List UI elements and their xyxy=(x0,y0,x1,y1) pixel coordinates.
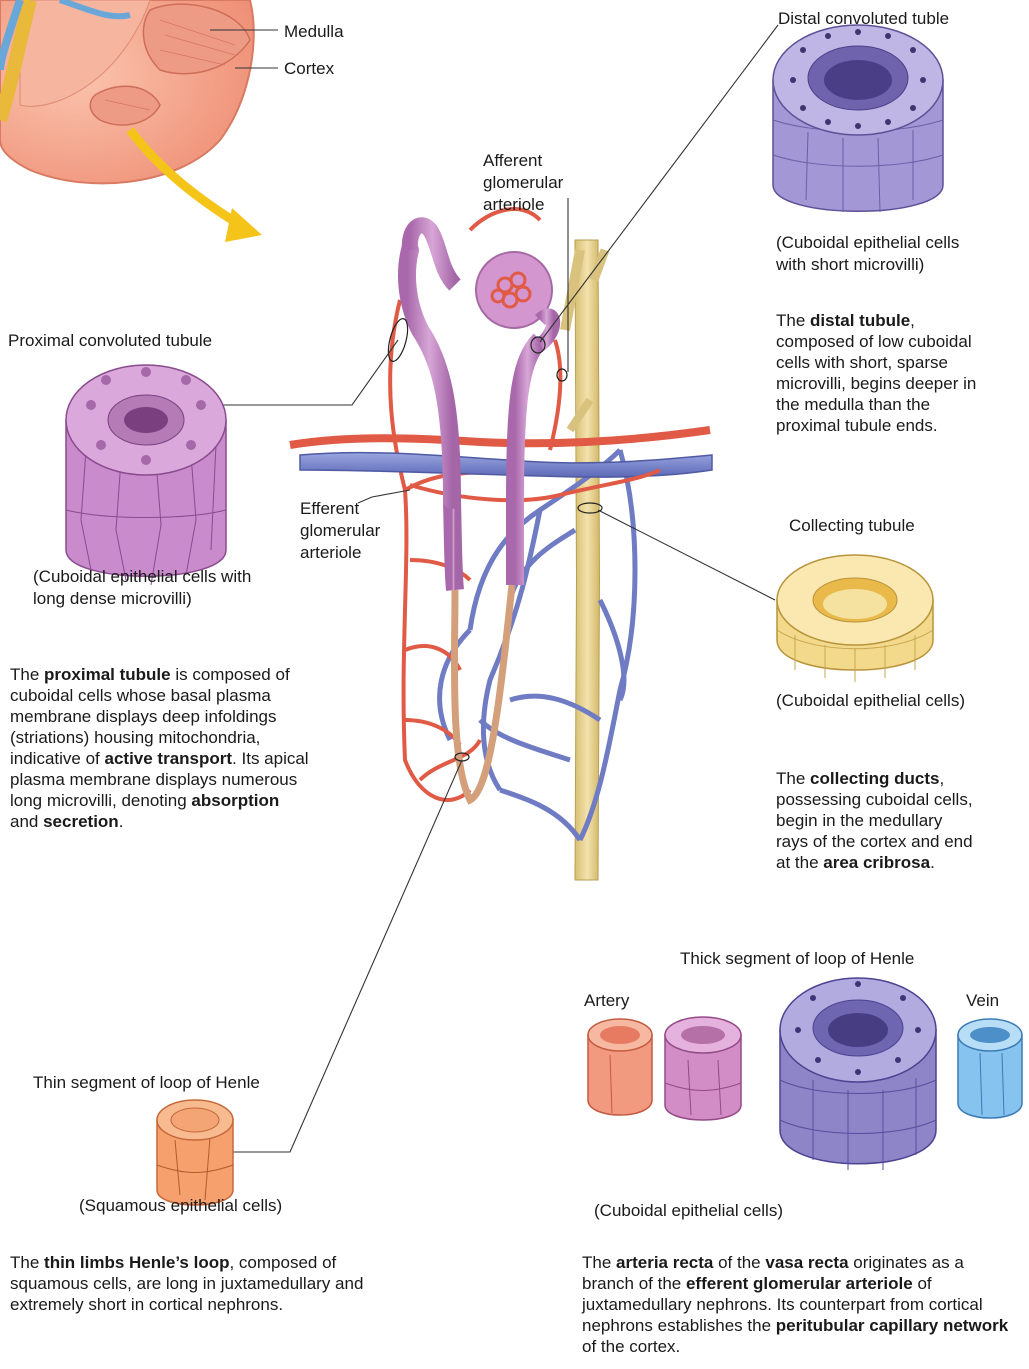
thin-title: Thin segment of loop of Henle xyxy=(33,1072,260,1093)
capillary-network xyxy=(440,450,635,840)
label-afferent-line-2: glomerular xyxy=(483,172,563,193)
collecting-caption: (Cuboidal epithelial cells) xyxy=(776,690,965,711)
distal-caption-line-1: (Cuboidal epithelial cells xyxy=(776,232,959,253)
label-afferent-line-3: arteriole xyxy=(483,194,544,215)
nephron-tubule xyxy=(407,225,553,800)
arteria-run-5: efferent glomerular arteriole xyxy=(686,1274,913,1293)
distal-caption-line-2: with short microvilli) xyxy=(776,254,924,275)
artery-cell xyxy=(588,1019,652,1115)
proximal-run-0: The xyxy=(10,665,44,684)
collecting-run-0: The xyxy=(776,769,810,788)
proximal-run-6: and xyxy=(10,812,43,831)
proximal-title: Proximal convoluted tubule xyxy=(8,330,212,351)
proximal-run-3: active transport xyxy=(105,749,233,768)
arteria-run-2: of the xyxy=(713,1253,765,1272)
proximal-run-1: proximal tubule xyxy=(44,665,171,684)
arteria-run-0: The xyxy=(582,1253,616,1272)
thick-title: Thick segment of loop of Henle xyxy=(680,948,914,969)
thin-paragraph: The thin limbs Henle’s loop, composed of… xyxy=(10,1252,400,1315)
arteria-run-1: arteria recta xyxy=(616,1253,713,1272)
arteria-recta-paragraph: The arteria recta of the vasa recta orig… xyxy=(582,1252,1017,1357)
label-artery: Artery xyxy=(584,990,629,1011)
thick-segment-cell xyxy=(780,978,936,1170)
collecting-run-1: collecting ducts xyxy=(810,769,939,788)
distal-run-1: distal tubule xyxy=(810,311,910,330)
thin-caption: (Squamous epithelial cells) xyxy=(79,1195,282,1216)
proximal-paragraph: The proximal tubule is composed of cuboi… xyxy=(10,664,310,832)
arteriole-cell xyxy=(665,1017,741,1120)
label-efferent-line-2: glomerular xyxy=(300,520,380,541)
proximal-caption-line-2: long dense microvilli) xyxy=(33,588,192,609)
thin-segment-cell xyxy=(157,1100,233,1205)
thin-run-1: thin limbs Henle’s loop xyxy=(44,1253,229,1272)
proximal-run-7: secretion xyxy=(43,812,119,831)
distal-paragraph: The distal tubule, composed of low cuboi… xyxy=(776,310,996,436)
collecting-title: Collecting tubule xyxy=(789,515,915,536)
proximal-tubule-cell xyxy=(66,365,226,585)
distal-run-0: The xyxy=(776,311,810,330)
collecting-paragraph: The collecting ducts, possessing cuboida… xyxy=(776,768,976,873)
label-efferent-line-3: arteriole xyxy=(300,542,361,563)
label-cortex: Cortex xyxy=(284,58,334,79)
distal-tubule-cell xyxy=(773,25,943,212)
thin-run-0: The xyxy=(10,1253,44,1272)
kidney-section-illustration xyxy=(0,0,278,242)
label-vein: Vein xyxy=(966,990,999,1011)
distal-title: Distal convoluted tuble xyxy=(778,8,949,29)
arteria-run-3: vasa recta xyxy=(765,1253,848,1272)
collecting-run-4: . xyxy=(930,853,935,872)
proximal-caption-line-1: (Cuboidal epithelial cells with xyxy=(33,566,251,587)
label-efferent-line-1: Efferent xyxy=(300,498,359,519)
arcuate-vessels xyxy=(290,430,712,500)
thick-caption: (Cuboidal epithelial cells) xyxy=(594,1200,783,1221)
label-medulla: Medulla xyxy=(284,21,344,42)
collecting-run-3: area cribrosa xyxy=(823,853,930,872)
vein-cell xyxy=(958,1019,1022,1118)
collecting-tubule-cell xyxy=(777,555,933,682)
proximal-run-8: . xyxy=(119,812,124,831)
arteria-run-7: peritubular capillary network xyxy=(776,1316,1008,1335)
proximal-run-5: absorption xyxy=(191,791,279,810)
arteria-run-8: of the cortex. xyxy=(582,1337,680,1356)
label-afferent-line-1: Afferent xyxy=(483,150,542,171)
